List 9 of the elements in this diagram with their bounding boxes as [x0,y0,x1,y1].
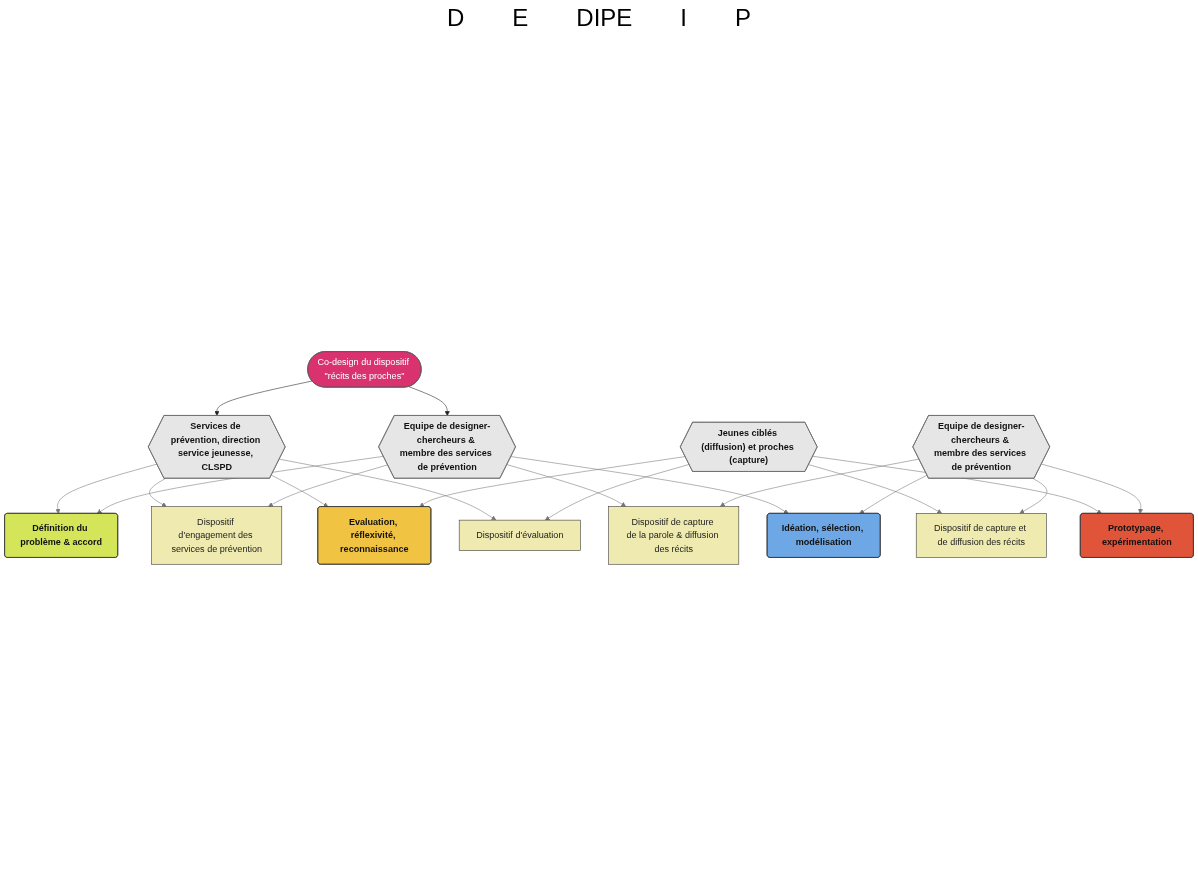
section-letter: DIPE [575,4,634,32]
section-letter: P [734,4,753,32]
section-letter: I [679,4,688,32]
node-box: Dispositif de capture et de diffusion des récits [915,513,1047,558]
node-box: Dispositif d'évaluation [458,519,581,552]
section-letter: D [445,4,466,32]
node-box: Dispositif de capture de la parole & diffusion des récits [608,506,740,565]
section-letter: E [511,4,530,32]
node-box: Dispositif d'engagement des services de prévention [151,506,283,565]
